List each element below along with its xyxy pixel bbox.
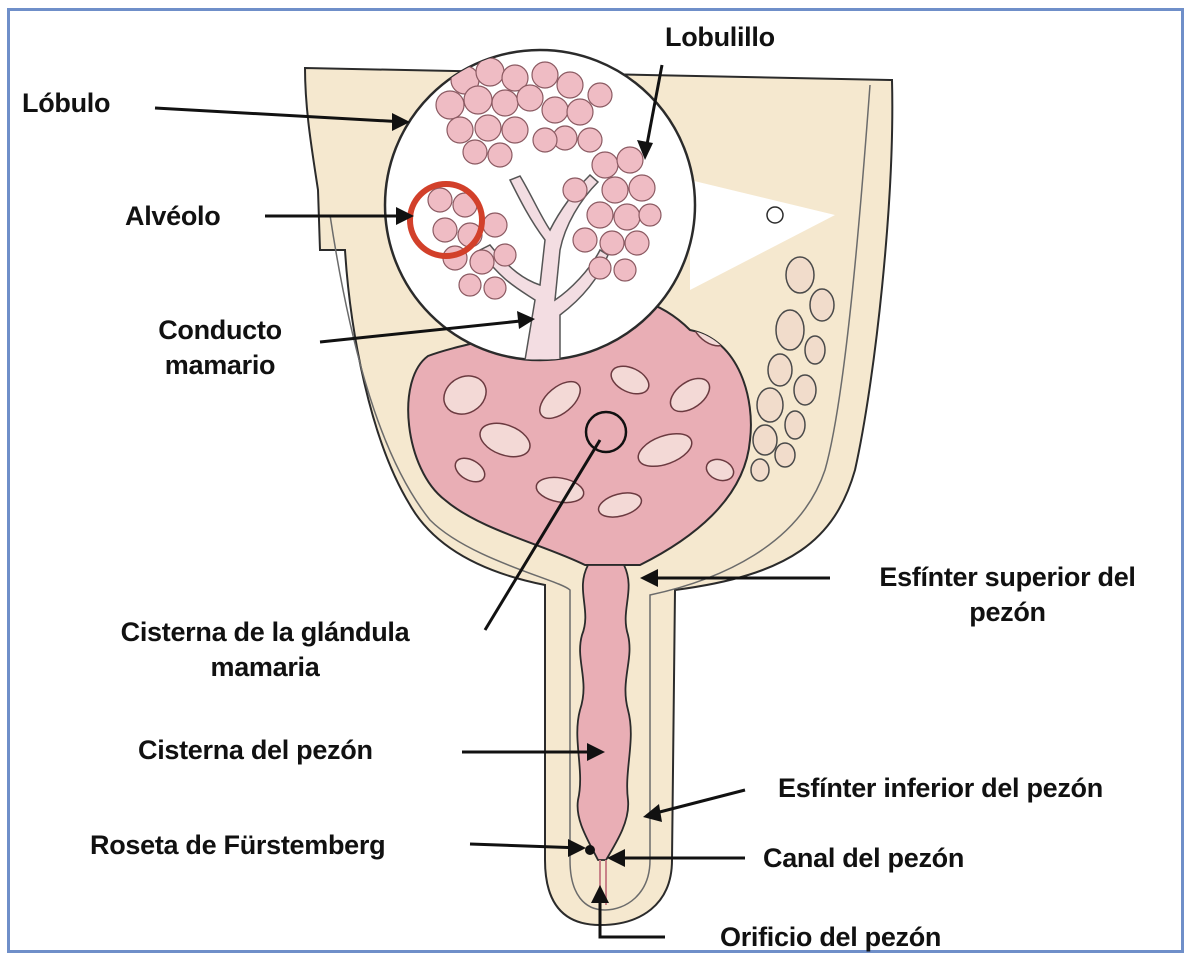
rosette-dot (585, 845, 595, 855)
label-esfinter-sup-line1: Esfínter superior del (845, 560, 1170, 595)
label-lobulo: Lóbulo (22, 86, 110, 121)
label-cisterna-pezon: Cisterna del pezón (138, 733, 373, 768)
label-canal: Canal del pezón (763, 841, 964, 876)
label-roseta: Roseta de Fürstemberg (90, 828, 385, 863)
label-conducto-line2: mamario (120, 348, 320, 383)
label-cisterna-glandula-line2: mamaria (80, 650, 450, 685)
label-alveolo: Alvéolo (125, 199, 220, 234)
label-lobulillo: Lobulillo (665, 20, 775, 55)
label-orificio: Orificio del pezón (720, 920, 941, 955)
small-magnified-circle (767, 207, 783, 223)
teat-cistern (577, 565, 631, 860)
label-esfinter-sup-line2: pezón (845, 595, 1170, 630)
label-esfinter-superior: Esfínter superior del pezón (845, 560, 1170, 630)
label-conducto-mamario: Conducto mamario (120, 313, 320, 383)
label-cisterna-glandula-line1: Cisterna de la glándula (80, 615, 450, 650)
label-conducto-line1: Conducto (120, 313, 320, 348)
label-esfinter-inferior: Esfínter inferior del pezón (778, 771, 1103, 806)
label-cisterna-glandula: Cisterna de la glándula mamaria (80, 615, 450, 685)
